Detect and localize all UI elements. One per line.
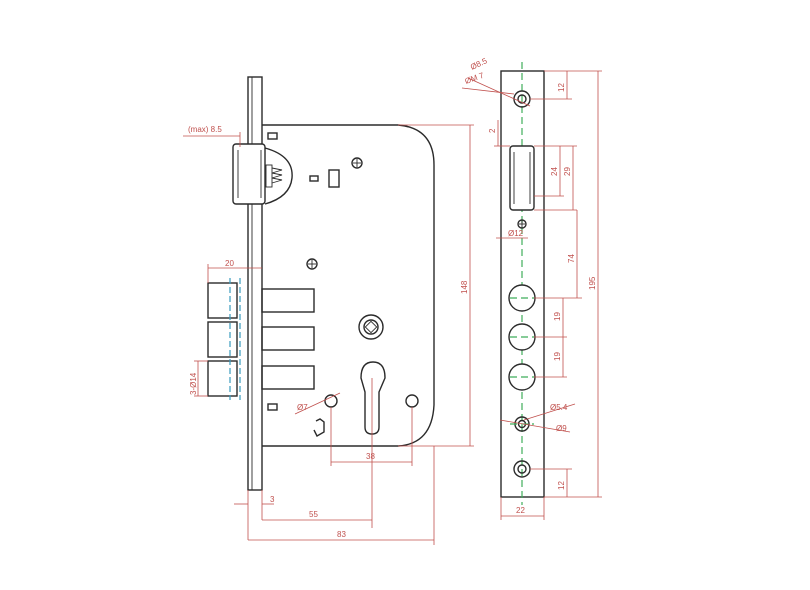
dim-lower-hole: Ø5.4 Ø9 [499,403,576,433]
label-spacing-19b: 19 [553,352,562,361]
indicator-slot-bottom [267,403,278,411]
label-hole-54: Ø5.4 [550,403,568,412]
dim-bottom-offset: 12 [530,468,602,498]
label-latch-29: 29 [563,167,572,176]
label-backset: 55 [309,510,318,519]
follower-hub [358,314,384,340]
label-screw-thread: ØM 7 [464,71,486,86]
label-bolt-width: 20 [225,259,234,268]
label-hole-7: Ø7 [297,403,308,412]
label-latch-offset: 2 [488,128,497,133]
dim-case-height: 148 [398,124,474,447]
hole-7-right [405,394,419,408]
label-case-width: 83 [337,530,346,539]
dim-latch-offset: 2 [488,120,510,147]
label-face-width: 22 [516,506,525,515]
dim-face-width: 22 [500,497,545,520]
label-bottom-offset: 12 [557,481,566,490]
dim-hole-7: Ø7 [294,392,341,415]
label-total-height: 195 [588,276,597,290]
dim-case-width: 83 [248,446,435,545]
case-screw-middle [306,258,318,270]
dim-latch-heights: 24 29 [534,145,577,211]
label-spacing-19a: 19 [553,312,562,321]
dim-bolt-width: 20 [207,259,262,283]
dim-cylinder-width: 38 [330,407,413,466]
dim-hole-12: Ø12 [496,229,528,239]
label-face-thickness: 3 [270,495,275,504]
cylinder-cutout [360,361,386,435]
dim-spacing-74: 74 [534,210,582,299]
label-latch-24: 24 [550,167,559,176]
label-max-latch: (max) 8.5 [188,125,222,134]
latch-opening [509,145,535,211]
lever-hook [313,418,325,437]
faceplate-screw [517,219,527,229]
label-spacing-74: 74 [567,254,576,263]
slot-small [309,175,319,182]
dim-spacing-19: 19 19 [534,298,567,378]
label-bolt-holes: 3-Ø14 [189,372,198,395]
latch-bolt [232,143,293,205]
dim-face-thickness: 3 [234,490,275,540]
label-screw-head: Ø8.5 [469,56,489,72]
label-hole-12: Ø12 [508,229,524,238]
faceplate [247,76,263,491]
deadbolts [207,278,315,400]
lock-body-view: (max) 8.5 20 3-Ø14 Ø7 38 [183,76,474,545]
dim-top-offset: 12 [530,70,602,100]
indicator-slot-top [267,132,278,140]
dim-backset: 55 [262,510,372,521]
label-top-offset: 12 [557,83,566,92]
lock-case [262,124,435,447]
label-case-height: 148 [460,280,469,294]
dim-bolt-holes: 3-Ø14 [189,360,208,397]
dim-max-latch: (max) 8.5 [183,125,241,147]
label-cylinder-width: 38 [366,452,375,461]
slot-tall [328,169,340,188]
label-hole-9: Ø9 [556,424,567,433]
case-screw-top [351,157,363,169]
dim-total-height: 195 [588,71,599,497]
faceplate-view: Ø8.5 ØM 7 12 2 24 29 Ø1 [461,56,602,520]
